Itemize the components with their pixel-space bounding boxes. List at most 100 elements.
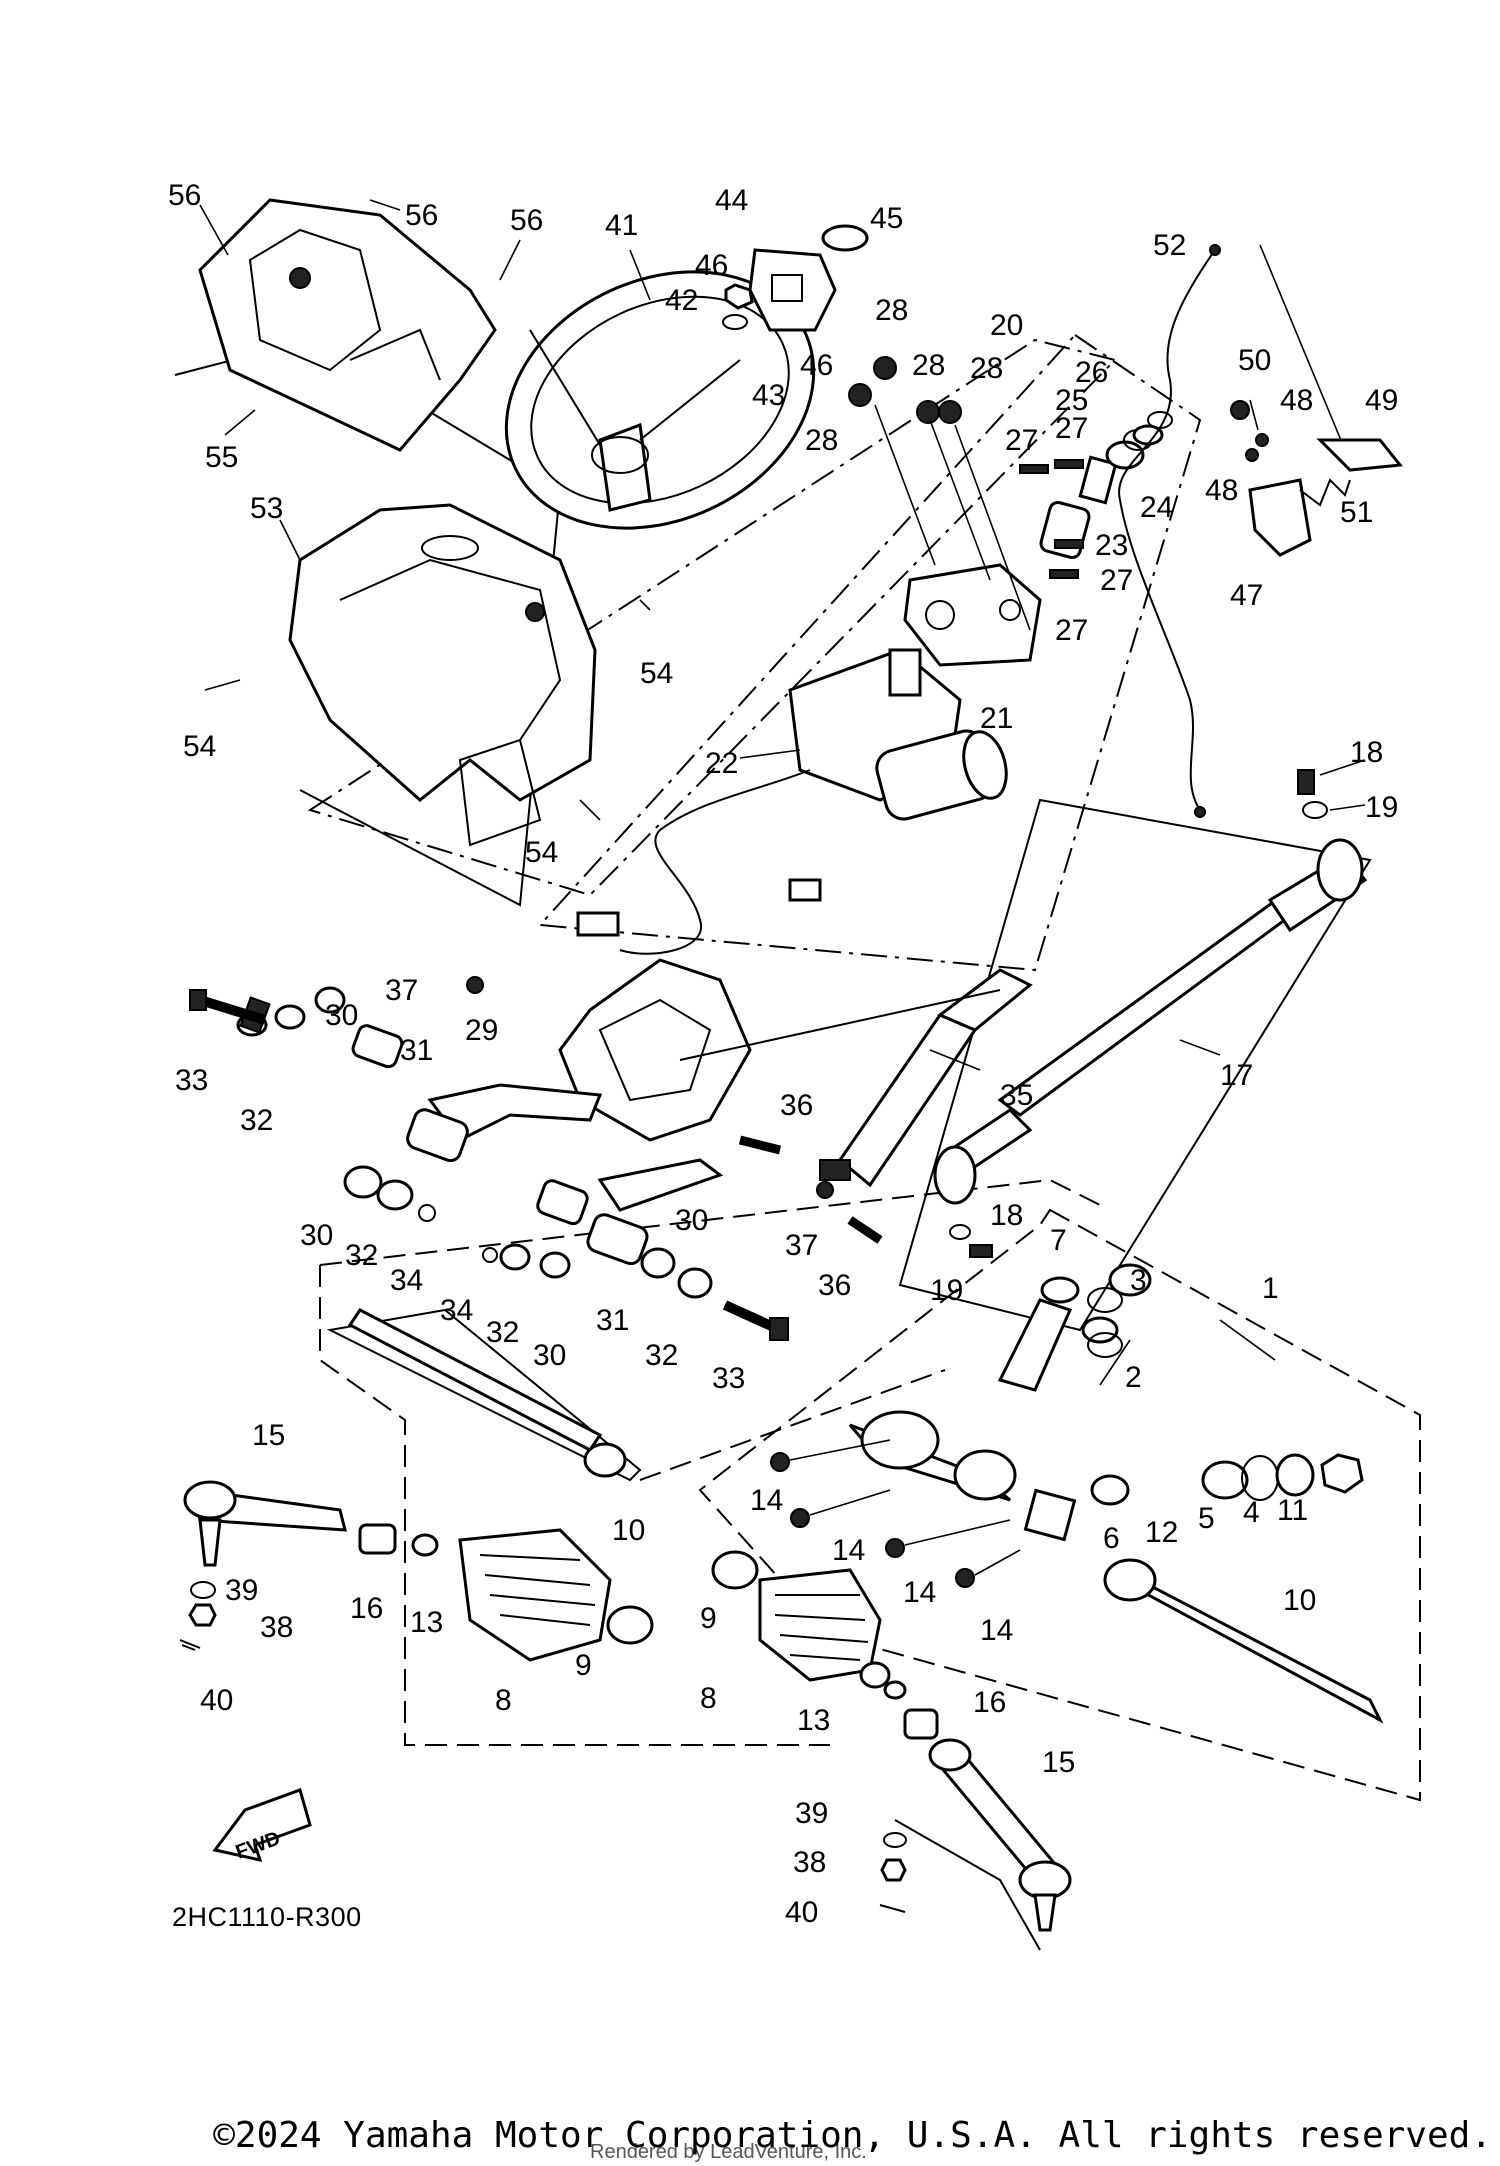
callout-56: 56 [168, 179, 201, 212]
callout-27: 27 [1055, 614, 1088, 647]
callout-31: 31 [596, 1304, 629, 1337]
callout-5: 5 [1198, 1502, 1215, 1535]
callout-31: 31 [400, 1034, 433, 1067]
callout-32: 32 [645, 1339, 678, 1372]
callout-30: 30 [533, 1339, 566, 1372]
callout-18: 18 [990, 1199, 1023, 1232]
callout-33: 33 [175, 1064, 208, 1097]
callout-7: 7 [1050, 1224, 1067, 1257]
boots-8 [411, 1528, 907, 1700]
callout-16: 16 [973, 1686, 1006, 1719]
callout-12: 12 [1145, 1516, 1178, 1549]
callout-37: 37 [385, 974, 418, 1007]
callouts: 56 56 56 41 44 45 46 46 42 43 52 28 28 2… [168, 179, 1398, 1929]
callout-49: 49 [1365, 384, 1398, 417]
callout-6: 6 [1103, 1522, 1120, 1555]
callout-48: 48 [1280, 384, 1313, 417]
lower-cover-53 [288, 503, 597, 847]
callout-3: 3 [1130, 1264, 1147, 1297]
callout-15: 15 [1042, 1746, 1075, 1779]
column-small-parts [848, 356, 1173, 631]
callout-11: 11 [1277, 1494, 1308, 1527]
steering-wheel-41 [504, 270, 816, 530]
callout-16: 16 [350, 1592, 383, 1625]
tie-rod-ends-15 [179, 1480, 1072, 1951]
column-mount-bracket [427, 958, 752, 1212]
callout-27: 27 [1055, 412, 1088, 445]
callout-14: 14 [903, 1576, 936, 1609]
callout-21: 21 [980, 702, 1013, 735]
callout-43: 43 [752, 379, 785, 412]
eps-motor-22 [576, 648, 1008, 955]
callout-47: 47 [1230, 579, 1263, 612]
callout-46: 46 [695, 249, 728, 282]
tilt-cable-52 [1118, 244, 1346, 818]
callout-14: 14 [980, 1614, 1013, 1647]
callout-17: 17 [1220, 1059, 1253, 1092]
copyright-notice: ©2024 Yamaha Motor Corporation, U.S.A. A… [213, 2115, 1492, 2156]
callout-36: 36 [780, 1089, 813, 1122]
shaft-17 [933, 769, 1368, 1258]
callout-46: 46 [800, 349, 833, 382]
callout-24: 24 [1140, 491, 1173, 524]
callout-39: 39 [795, 1797, 828, 1830]
callout-40: 40 [785, 1896, 818, 1929]
upper-cover-55 [198, 198, 497, 452]
callout-8: 8 [495, 1684, 512, 1717]
callout-25: 25 [1055, 384, 1088, 417]
callout-53: 53 [250, 492, 283, 525]
callout-27: 27 [1005, 424, 1038, 457]
callout-19: 19 [930, 1274, 963, 1307]
steering-rack [347, 1263, 1384, 1724]
diagram-reference-code: 2HC1110-R300 [172, 1902, 362, 1932]
callout-51: 51 [1340, 496, 1373, 529]
callout-22: 22 [705, 747, 738, 780]
callout-55: 55 [205, 441, 238, 474]
callout-54: 54 [525, 836, 558, 869]
callout-2: 2 [1125, 1361, 1142, 1394]
callout-42: 42 [665, 284, 698, 317]
callout-13: 13 [797, 1704, 830, 1737]
callout-27: 27 [1100, 564, 1133, 597]
callout-14: 14 [750, 1484, 783, 1517]
callout-28: 28 [912, 349, 945, 382]
callout-36: 36 [818, 1269, 851, 1302]
hub-cap-44 [748, 224, 869, 332]
callout-28: 28 [970, 352, 1003, 385]
rack-bolts-14 [770, 1439, 1021, 1588]
callout-54: 54 [183, 730, 216, 763]
callout-52: 52 [1153, 229, 1186, 262]
callout-40: 40 [200, 1684, 233, 1717]
callout-34: 34 [390, 1264, 423, 1297]
callout-38: 38 [793, 1846, 826, 1879]
callout-13: 13 [410, 1606, 443, 1639]
callout-20: 20 [990, 309, 1023, 342]
callout-37: 37 [785, 1229, 818, 1262]
tilt-lever-47 [1230, 400, 1403, 557]
callout-30: 30 [300, 1219, 333, 1252]
callout-32: 32 [240, 1104, 273, 1137]
callout-4: 4 [1243, 1496, 1260, 1529]
callout-38: 38 [260, 1611, 293, 1644]
callout-32: 32 [486, 1316, 519, 1349]
bolts-33-36-37 [189, 976, 883, 1341]
callout-44: 44 [715, 184, 748, 217]
shock-35 [679, 968, 1033, 1188]
callout-39: 39 [225, 1574, 258, 1607]
callout-28: 28 [875, 294, 908, 327]
callout-28: 28 [805, 424, 838, 457]
callout-33: 33 [712, 1362, 745, 1395]
callout-56: 56 [510, 204, 543, 237]
callout-8: 8 [700, 1682, 717, 1715]
callout-32: 32 [345, 1239, 378, 1272]
assembly-outlines [174, 333, 1421, 1802]
callout-10: 10 [612, 1514, 645, 1547]
callout-18: 18 [1350, 736, 1383, 769]
rendered-by-note: Rendered by LeadVenture, Inc. [590, 2141, 867, 2163]
callout-14: 14 [832, 1534, 865, 1567]
callout-30: 30 [325, 999, 358, 1032]
callout-9: 9 [700, 1602, 717, 1635]
bushings-30-31-32 [236, 986, 713, 1299]
callout-54: 54 [640, 657, 673, 690]
